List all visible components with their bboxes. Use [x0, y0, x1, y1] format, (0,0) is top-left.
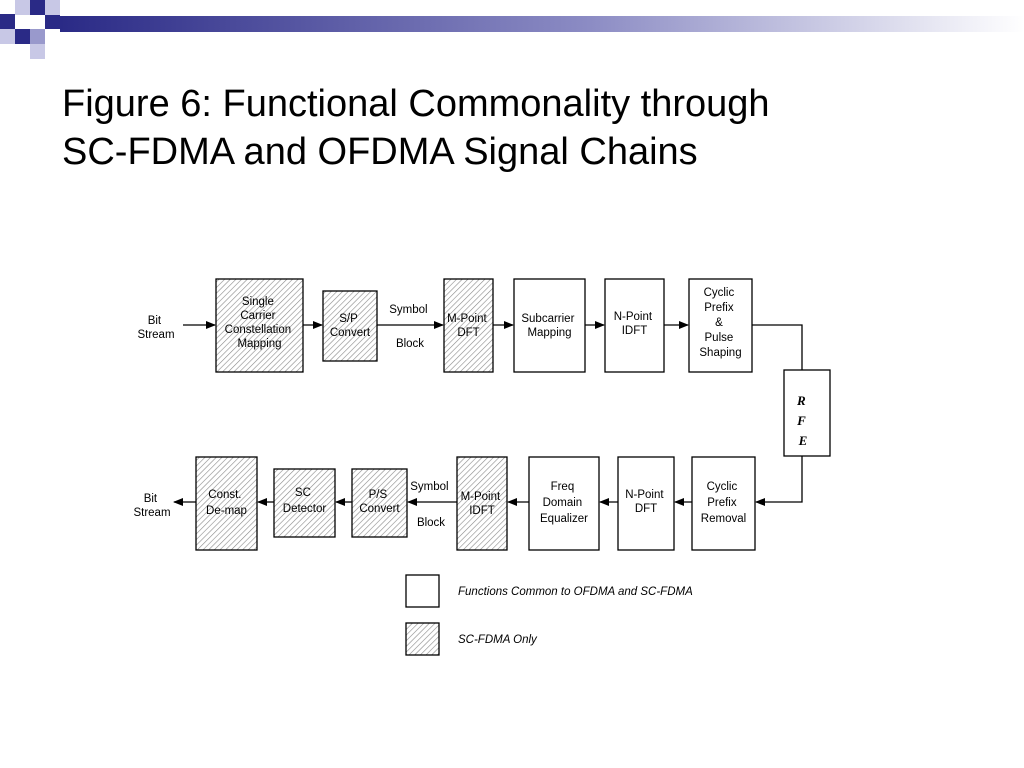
deco-square — [30, 29, 45, 44]
deco-square — [0, 14, 15, 29]
freq-domain-equalizer-block: Freq Domain Equalizer — [528, 456, 600, 551]
deco-square — [45, 0, 60, 15]
legend-swatch-sc-only — [405, 622, 440, 656]
deco-square — [30, 0, 45, 15]
deco-square — [45, 14, 60, 29]
n-point-idft-block: N-Point IDFT — [604, 278, 665, 373]
rx-symbol-block-label: Symbol Block — [410, 481, 452, 529]
svg-text:Const. De-map: Const. De-map — [206, 489, 247, 517]
svg-text:M-Point IDFT: M-Point IDFT — [461, 491, 504, 517]
m-point-idft-block: M-Point IDFT — [456, 456, 508, 551]
tx-chain: Bit Stream Single Carrier Constellation … — [137, 278, 803, 373]
svg-text:P/S Convert: P/S Convert — [359, 489, 400, 515]
svg-text:M-Point DFT: M-Point DFT — [447, 313, 490, 339]
svg-text:R F E: R F E — [796, 393, 809, 448]
sc-mapping-block: Single Carrier Constellation Mapping — [215, 278, 304, 373]
slide-title-line: Figure 6: Functional Commonality through — [62, 83, 770, 125]
slide-title-line: SC-FDMA and OFDMA Signal Chains — [62, 131, 698, 173]
header-gradient-bar — [60, 16, 1024, 32]
rfe-block: R F E — [783, 369, 831, 457]
tx-to-rfe-wire — [752, 324, 803, 370]
svg-text:Single Carrier: Single Carrier Constellation Mapping — [225, 296, 295, 350]
svg-text:SC Detector: SC Detector — [283, 487, 327, 515]
svg-text:Subcarrier Mapping: Subcarrier Mapping — [521, 313, 577, 339]
legend-swatch-common — [405, 574, 440, 608]
header-decoration — [0, 0, 1024, 59]
legend-label-sc-only: SC-FDMA Only — [458, 634, 538, 646]
svg-text:Freq Domain Eq: Freq Domain Equalizer — [540, 481, 588, 525]
svg-text:Cyclic Prefix: Cyclic Prefix & Pulse Shaping — [699, 287, 741, 359]
legend-label-common: Functions Common to OFDMA and SC-FDMA — [458, 586, 693, 598]
rfe-to-rx-wire — [755, 456, 803, 506]
m-point-dft-block: M-Point DFT — [443, 278, 494, 373]
sp-convert-block: S/P Convert — [322, 290, 378, 362]
svg-text:N-Point IDFT: N-Point IDFT — [614, 311, 656, 337]
tx-input-label: Bit Stream — [137, 315, 174, 341]
deco-square — [30, 44, 45, 59]
n-point-dft-block: N-Point DFT — [617, 456, 675, 551]
legend: Functions Common to OFDMA and SC-FDMA SC… — [405, 574, 693, 656]
deco-square — [0, 29, 15, 44]
rx-chain: Cyclic Prefix Removal N-Point DFT Freq D… — [133, 456, 756, 551]
slide-title: Figure 6: Functional Commonality through… — [62, 80, 1002, 176]
cyclic-prefix-pulse-block: Cyclic Prefix & Pulse Shaping — [688, 278, 753, 373]
deco-square — [15, 29, 30, 44]
deco-square — [15, 0, 30, 15]
subcarrier-mapping-block: Subcarrier Mapping — [513, 278, 586, 373]
sc-detector-block: SC Detector — [273, 468, 336, 538]
cyclic-prefix-removal-block: Cyclic Prefix Removal — [691, 456, 756, 551]
rx-output-label: Bit Stream — [133, 493, 170, 519]
svg-text:N-Point DFT: N-Point DFT — [625, 489, 667, 515]
svg-text:S/P Convert: S/P Convert — [330, 313, 371, 339]
tx-symbol-block-label: Symbol Block — [389, 304, 431, 350]
svg-text:Cyclic Prefix: Cyclic Prefix Removal — [701, 481, 746, 525]
ps-convert-block: P/S Convert — [351, 468, 408, 538]
const-demap-block: Const. De-map — [195, 456, 258, 551]
